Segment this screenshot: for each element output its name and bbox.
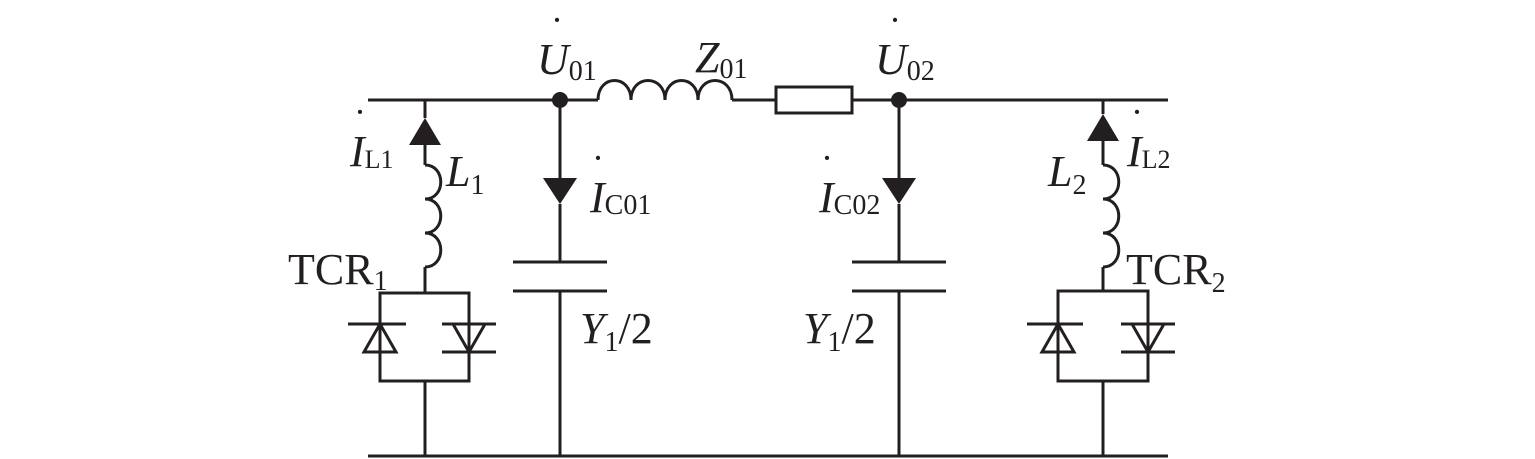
svg-text:IL1: IL1 [349,127,394,176]
label-tcr2-sub: 2 [1212,268,1226,299]
label-z01: Z01 [695,33,747,85]
shunt-capacitor-right [852,108,946,456]
current-arrow-il2 [1087,114,1119,141]
dot-accent: · [889,0,901,40]
dot-accent: · [821,138,833,178]
thyristor-down-left [442,322,496,356]
svg-text:L1: L1 [445,147,484,201]
dot-accent: · [354,92,366,132]
label-l1-sub: 1 [470,170,484,201]
label-u01: · U01 [537,0,597,87]
svg-text:IL2: IL2 [1126,127,1171,176]
label-u01-main: U [537,35,572,84]
inductor-l2 [1102,163,1121,269]
svg-text:L2: L2 [1047,147,1086,201]
svg-text:IC02: IC02 [818,173,880,222]
dot-accent: · [592,138,604,178]
label-l2: L2 [1047,147,1086,201]
label-ic01-sub: C01 [605,190,652,221]
label-ic01: · IC01 [589,138,651,222]
label-y1-left: Y1/2 [580,304,653,358]
label-y1-right-tail: /2 [841,304,875,353]
label-y1-left-main: Y [580,304,609,353]
svg-text:TCR1: TCR1 [288,245,388,297]
label-l2-sub: 2 [1072,170,1086,201]
node-u02 [891,92,907,108]
label-il1: · IL1 [349,92,394,176]
label-y1-left-sub: 1 [604,327,618,358]
label-tcr2-main: TCR [1126,245,1212,294]
tcr-branch-left [348,100,496,456]
label-l1: L1 [445,147,484,201]
current-arrow-il1 [409,118,441,145]
label-tcr1-sub: 1 [374,266,388,297]
label-l1-main: L [445,147,470,196]
label-tcr2: TCR2 [1126,245,1226,299]
label-ic02-sub: C02 [834,190,881,221]
label-z01-main: Z [695,33,720,82]
svg-text:TCR2: TCR2 [1126,245,1226,299]
label-y1-right: Y1/2 [803,304,876,358]
label-u01-sub: 01 [569,56,597,87]
label-y1-left-tail: /2 [618,304,652,353]
label-ic02: · IC02 [818,138,880,222]
current-arrow-ic02 [882,178,916,204]
label-z01-sub: 01 [719,54,747,85]
series-inductor [596,79,734,101]
label-tcr1: TCR1 [288,245,388,297]
dot-accent: · [1131,92,1143,132]
svg-text:Z01: Z01 [695,33,747,85]
label-il1-sub: L1 [365,145,394,174]
label-ic01-main: I [589,173,607,222]
thyristor-up-left [348,320,406,354]
svg-text:IC01: IC01 [589,173,651,222]
label-il2-main: I [1126,127,1144,176]
node-u01 [552,92,568,108]
label-il2: · IL2 [1126,92,1171,176]
label-y1-right-sub: 1 [827,327,841,358]
svg-text:Y1/2: Y1/2 [580,304,653,358]
current-arrow-ic01 [543,178,577,204]
series-resistor [774,85,854,115]
thyristor-down-right [1121,322,1175,356]
label-y1-right-main: Y [803,304,832,353]
label-l2-main: L [1047,147,1072,196]
label-il1-main: I [349,127,367,176]
thyristor-up-right [1027,320,1083,354]
tcr-branch-right [1027,100,1175,456]
label-u02-sub: 02 [907,56,935,87]
label-u02: · U02 [875,0,935,87]
label-u02-main: U [875,35,910,84]
label-tcr1-main: TCR [288,245,374,294]
shunt-capacitor-left [513,108,607,456]
svg-text:U02: U02 [875,35,935,87]
inductor-l1 [424,163,443,269]
label-il2-sub: L2 [1142,145,1171,174]
label-ic02-main: I [818,173,836,222]
svg-text:U01: U01 [537,35,597,87]
svg-text:Y1/2: Y1/2 [803,304,876,358]
dot-accent: · [551,0,563,40]
